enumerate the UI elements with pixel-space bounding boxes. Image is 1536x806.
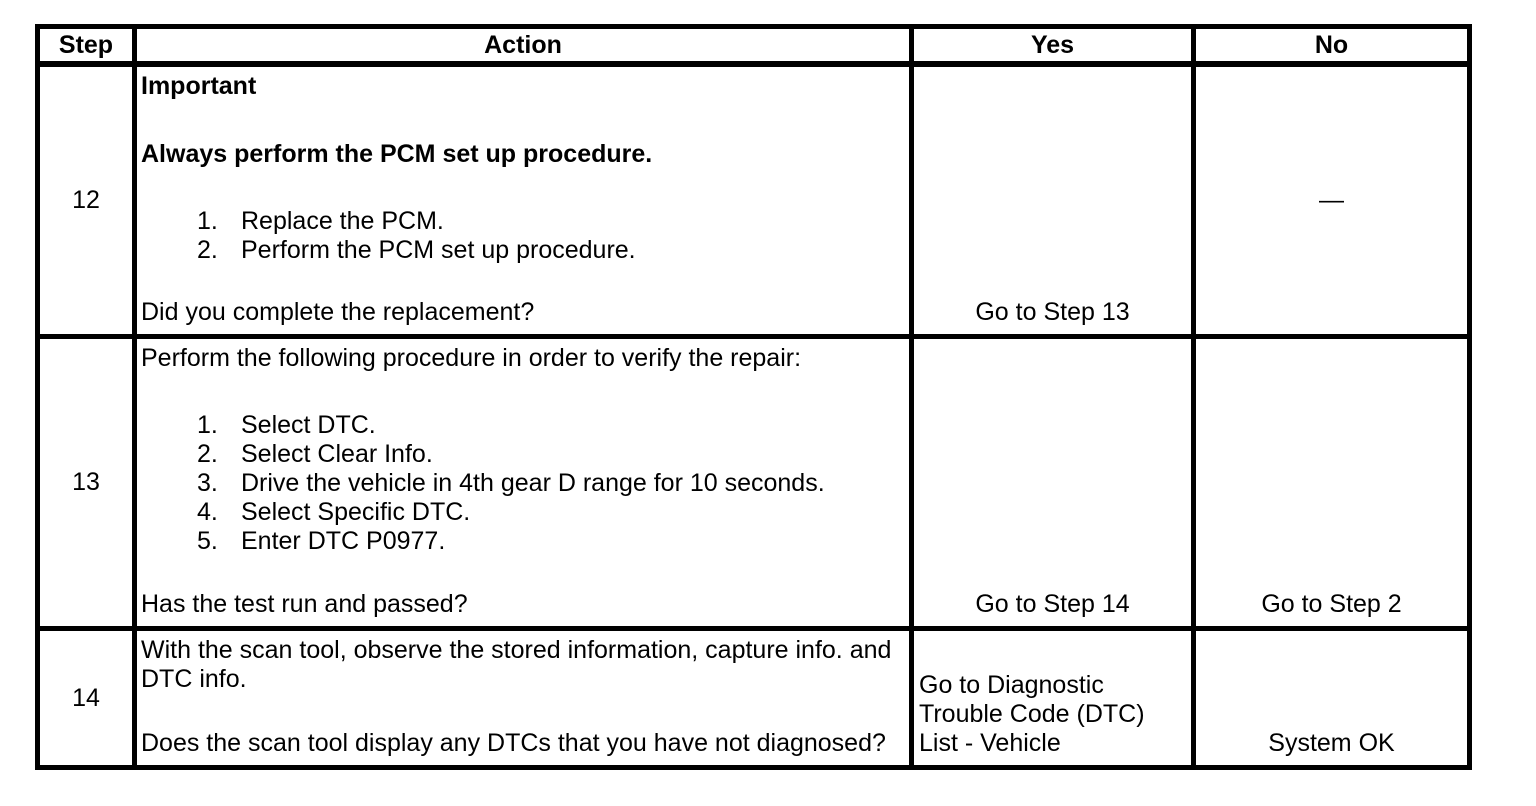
no-result-dash: —	[1319, 186, 1344, 214]
column-header-step: Step	[40, 29, 137, 67]
dtc-step-action-table: Step Action Yes No 12 Important Always p…	[35, 24, 1472, 770]
list-item: 5. Enter DTC P0977.	[197, 527, 903, 556]
list-item-text: Enter DTC P0977.	[241, 527, 446, 555]
list-item-text: Select Specific DTC.	[241, 498, 471, 526]
yes-result: Go to Step 14	[975, 590, 1130, 618]
important-label: Important	[141, 72, 257, 100]
list-item-number: 2.	[197, 236, 218, 264]
list-item-text: Select DTC.	[241, 411, 376, 439]
no-cell-step-14: System OK	[1196, 631, 1467, 765]
action-cell-step-13: Perform the following procedure in order…	[137, 339, 914, 631]
step-number-cell: 12	[40, 67, 137, 339]
numbered-list: 1. Select DTC. 2. Select Clear Info. 3. …	[141, 411, 903, 556]
bold-instruction: Always perform the PCM set up procedure.	[141, 140, 653, 168]
list-item-text: Replace the PCM.	[241, 207, 444, 235]
action-intro: Perform the following procedure in order…	[141, 344, 802, 372]
list-item: 4. Select Specific DTC.	[197, 498, 903, 527]
action-cell-step-14: With the scan tool, observe the stored i…	[137, 631, 914, 765]
action-question: Did you complete the replacement?	[141, 298, 535, 326]
column-header-action: Action	[137, 29, 914, 67]
no-cell-step-13: Go to Step 2	[1196, 339, 1467, 631]
list-item-number: 3.	[197, 469, 218, 497]
list-item-number: 1.	[197, 411, 218, 439]
list-item-number: 1.	[197, 207, 218, 235]
numbered-list: 1. Replace the PCM. 2. Perform the PCM s…	[141, 207, 903, 265]
column-header-no: No	[1196, 29, 1467, 67]
action-question: Does the scan tool display any DTCs that…	[141, 729, 886, 757]
list-item-text: Drive the vehicle in 4th gear D range fo…	[241, 469, 825, 497]
no-cell-step-12: —	[1196, 67, 1467, 339]
step-number: 12	[72, 186, 100, 214]
yes-cell-step-14: Go to Diagnostic Trouble Code (DTC) List…	[914, 631, 1196, 765]
yes-cell-step-12: Go to Step 13	[914, 67, 1196, 339]
list-item-text: Perform the PCM set up procedure.	[241, 236, 636, 264]
list-item: 1. Select DTC.	[197, 411, 903, 440]
list-item-number: 2.	[197, 440, 218, 468]
action-cell-step-12: Important Always perform the PCM set up …	[137, 67, 914, 339]
list-item: 1. Replace the PCM.	[197, 207, 903, 236]
yes-result: Go to Step 13	[975, 298, 1130, 326]
action-question: Has the test run and passed?	[141, 590, 468, 618]
list-item: 3. Drive the vehicle in 4th gear D range…	[197, 469, 903, 498]
no-result: Go to Step 2	[1261, 590, 1402, 618]
yes-result: Go to Diagnostic Trouble Code (DTC) List…	[919, 671, 1145, 757]
list-item-number: 4.	[197, 498, 218, 526]
step-number: 14	[72, 683, 100, 712]
step-number: 13	[72, 468, 100, 496]
step-number-cell: 14	[40, 631, 137, 765]
step-number-cell: 13	[40, 339, 137, 631]
list-item-number: 5.	[197, 527, 218, 555]
yes-cell-step-13: Go to Step 14	[914, 339, 1196, 631]
list-item: 2. Perform the PCM set up procedure.	[197, 236, 903, 265]
list-item: 2. Select Clear Info.	[197, 440, 903, 469]
no-result: System OK	[1268, 729, 1395, 757]
column-header-yes: Yes	[914, 29, 1196, 67]
list-item-text: Select Clear Info.	[241, 440, 433, 468]
action-intro: With the scan tool, observe the stored i…	[141, 636, 892, 693]
